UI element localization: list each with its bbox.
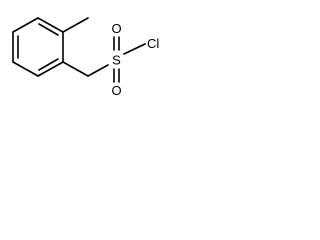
- oxygen-top-label: O: [111, 21, 121, 36]
- sulfur-chlorine-bond: [123, 43, 146, 55]
- oxygen-bottom-label: O: [111, 83, 121, 98]
- ring-double-bond: [38, 58, 59, 71]
- ring-bond: [37, 61, 64, 77]
- ring-bond: [37, 17, 64, 33]
- ring-bond: [12, 17, 39, 33]
- ch2-sulfur-bond: [87, 64, 109, 77]
- benzene-ring: [12, 17, 64, 77]
- ch2-bond: [62, 61, 89, 77]
- ring-double-bond: [38, 23, 59, 36]
- chlorine-label: Cl: [147, 36, 159, 51]
- ring-bond: [12, 61, 39, 77]
- methyl-bond: [62, 17, 89, 33]
- chemical-structure: S O O Cl: [12, 17, 159, 98]
- sulfur-label: S: [112, 53, 121, 68]
